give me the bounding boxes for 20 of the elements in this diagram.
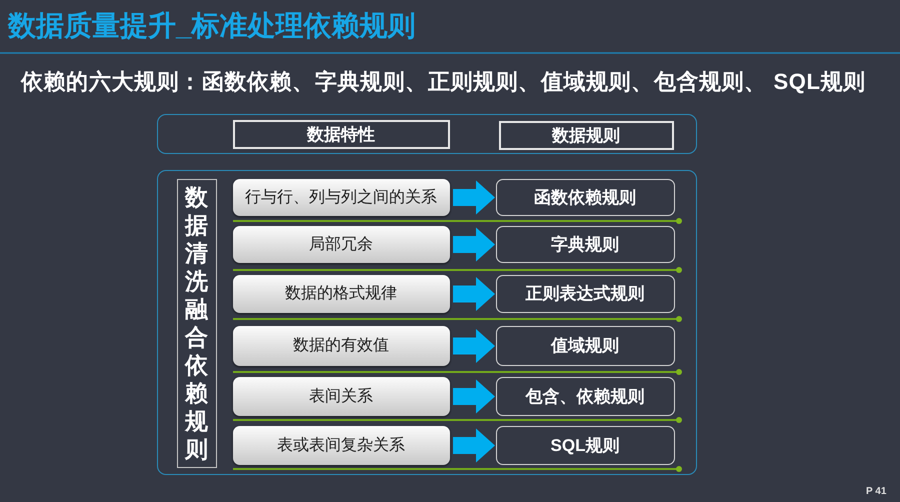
block-arrow [453, 277, 495, 311]
block-arrow [453, 180, 495, 214]
feature-box: 数据的有效值 [232, 326, 450, 366]
page-number: P 41 [866, 486, 886, 498]
block-arrow [453, 228, 495, 262]
title: 数据质量提升_标准处理依赖规则 [8, 9, 416, 43]
feature-box: 表或表间复杂关系 [232, 426, 450, 464]
feature-box: 表间关系 [232, 376, 450, 416]
feature-box: 行与行、列与列之间的关系 [232, 178, 450, 216]
feature-box: 局部冗余 [232, 226, 450, 262]
block-arrow [453, 329, 495, 363]
block-arrow [453, 428, 495, 462]
vertical-text-box: 数据清洗融合依赖规则 [176, 178, 216, 468]
block-arrow [453, 380, 495, 414]
subtitle: 依赖的六大规则：函数依赖、字典规则、正则规则、值域规则、包含规则、 SQL规则 [21, 68, 866, 96]
panel [157, 170, 697, 475]
panel [157, 114, 697, 154]
column-header: 数据规则 [498, 120, 674, 150]
feature-box: 数据的格式规律 [232, 274, 450, 312]
column-header: 数据特性 [232, 120, 450, 148]
